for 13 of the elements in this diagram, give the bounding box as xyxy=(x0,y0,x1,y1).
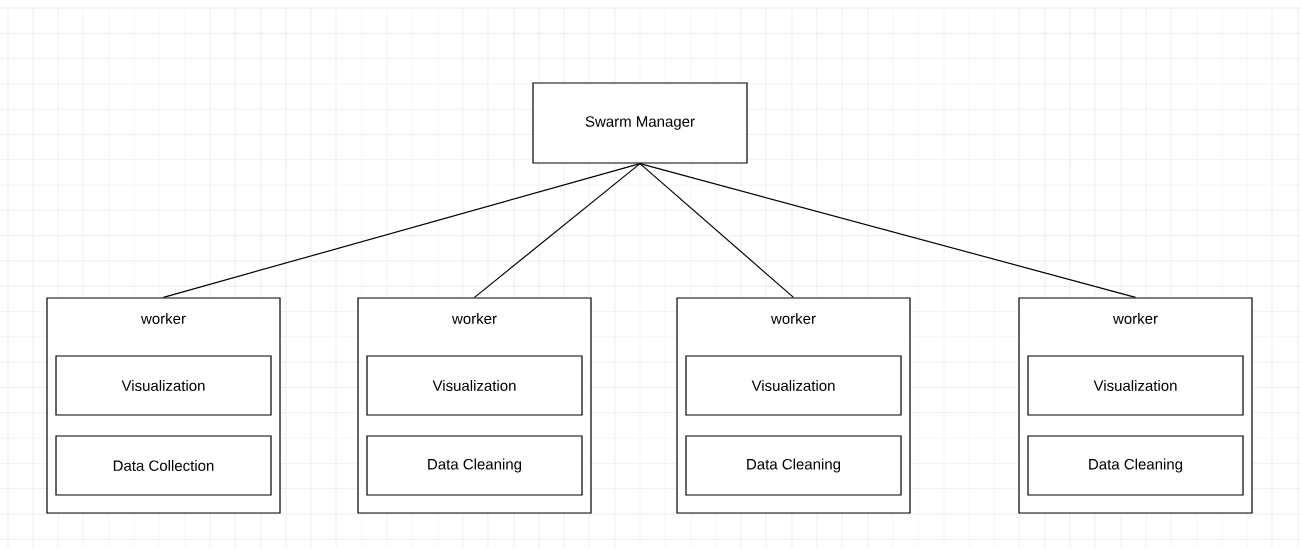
service-box: Data Collection xyxy=(55,435,272,496)
service-box: Data Cleaning xyxy=(1027,435,1244,496)
manager-box: Swarm Manager xyxy=(532,82,748,164)
service-box: Visualization xyxy=(1027,355,1244,416)
service-box: Visualization xyxy=(55,355,272,416)
service-box: Visualization xyxy=(685,355,902,416)
service-box: Visualization xyxy=(366,355,583,416)
service-box: Data Cleaning xyxy=(366,435,583,496)
connector-line xyxy=(639,163,795,298)
connector-line xyxy=(639,163,1137,298)
connector-line xyxy=(162,163,641,298)
service-box: Data Cleaning xyxy=(685,435,902,496)
connector-line xyxy=(473,163,641,298)
